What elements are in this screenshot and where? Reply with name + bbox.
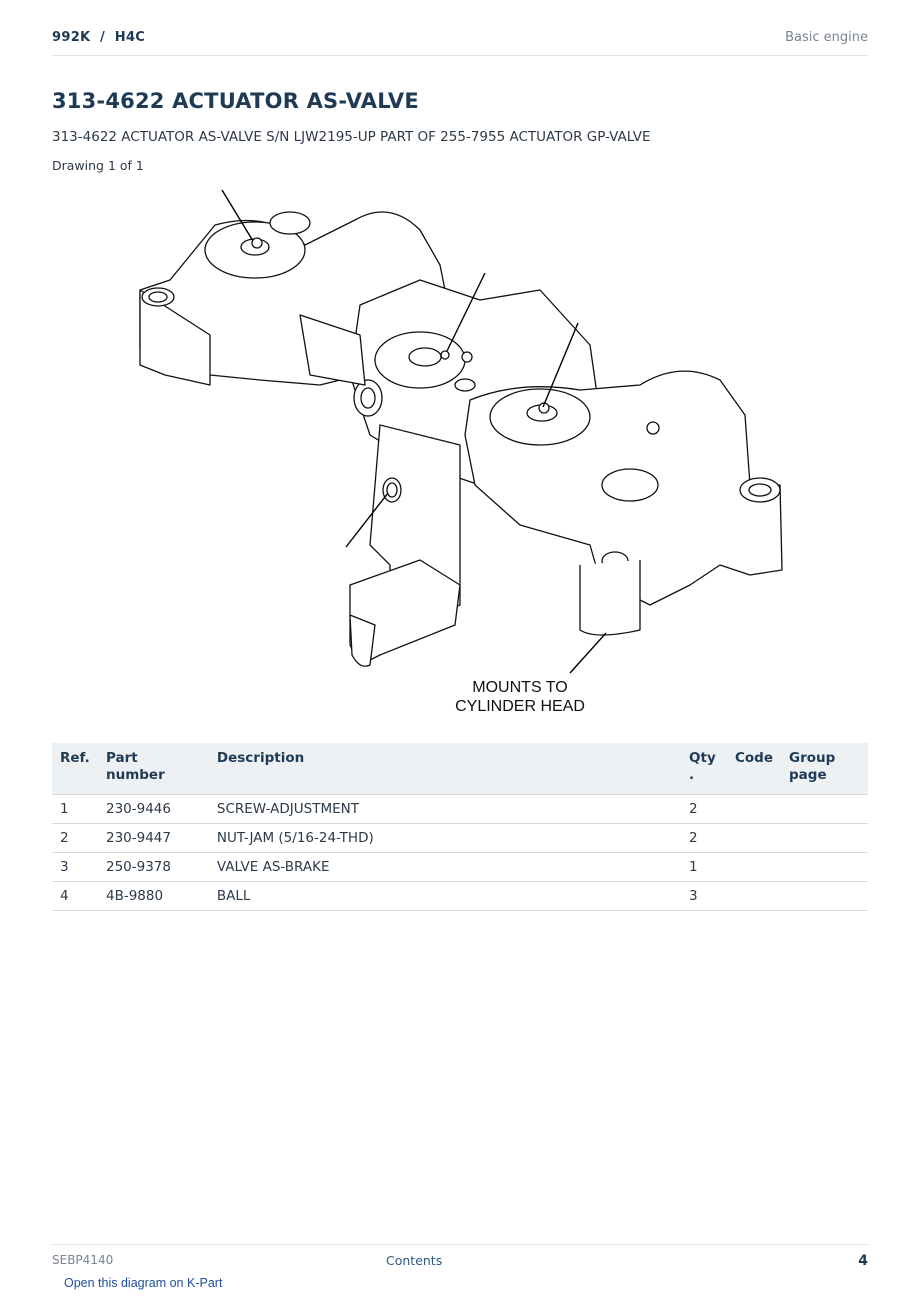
parts-diagram: [139, 189, 783, 674]
cell-part-number: 250-9378: [97, 852, 209, 882]
page-footer: SEBP4140 Contents 4: [52, 1244, 868, 1275]
cell-part-number: 230-9446: [97, 794, 209, 824]
page-number: 4: [858, 1253, 868, 1269]
col-header-ref: Ref.: [52, 743, 98, 795]
cell-qty: 1: [681, 852, 727, 882]
cell-ref: 4: [52, 881, 98, 911]
table-row: 3 250-9378 VALVE AS-BRAKE 1: [52, 852, 868, 882]
cell-code: [727, 823, 782, 853]
table-header-row: Ref. Part number Description Qty . Code …: [52, 743, 868, 795]
cell-ref: 1: [52, 794, 98, 824]
cell-ref: 2: [52, 823, 98, 853]
drawing-label: Drawing 1 of 1: [52, 158, 144, 173]
cell-code: [727, 794, 782, 824]
parts-table: Ref. Part number Description Qty . Code …: [52, 743, 868, 911]
cell-qty: 2: [681, 823, 727, 853]
col-header-group-page: Group page: [781, 743, 868, 795]
cell-group-page: [781, 823, 868, 853]
cell-description: SCREW-ADJUSTMENT: [208, 794, 682, 824]
breadcrumb: 992K / H4C: [52, 30, 146, 45]
annotation-line-2: CYLINDER HEAD: [455, 698, 585, 715]
table-row: 2 230-9447 NUT-JAM (5/16-24-THD) 2: [52, 823, 868, 853]
col-header-qty: Qty .: [681, 743, 727, 795]
cell-group-page: [781, 794, 868, 824]
cell-description: BALL: [208, 881, 682, 911]
annotation-line-1: MOUNTS TO: [472, 679, 568, 696]
cell-code: [727, 881, 782, 911]
diagram-annotation: MOUNTS TO CYLINDER HEAD: [400, 678, 640, 716]
contents-link[interactable]: Contents: [386, 1253, 443, 1268]
page-title: 313-4622 ACTUATOR AS-VALVE: [52, 89, 419, 113]
table-row: 4 4B-9880 BALL 3: [52, 881, 868, 911]
page-subtitle: 313-4622 ACTUATOR AS-VALVE S/N LJW2195-U…: [52, 129, 651, 145]
open-k-part-link[interactable]: Open this diagram on K-Part: [64, 1276, 223, 1290]
cell-group-page: [781, 881, 868, 911]
cell-qty: 3: [681, 881, 727, 911]
cell-description: VALVE AS-BRAKE: [208, 852, 682, 882]
col-header-code: Code: [727, 743, 782, 795]
document-id: SEBP4140: [52, 1253, 114, 1267]
table-row: 1 230-9446 SCREW-ADJUSTMENT 2: [52, 794, 868, 824]
cell-description: NUT-JAM (5/16-24-THD): [208, 823, 682, 853]
cell-part-number: 230-9447: [97, 823, 209, 853]
cell-part-number: 4B-9880: [97, 881, 209, 911]
cell-ref: 3: [52, 852, 98, 882]
cell-group-page: [781, 852, 868, 882]
cell-qty: 2: [681, 794, 727, 824]
col-header-description: Description: [208, 743, 682, 795]
section-label: Basic engine: [785, 30, 868, 45]
col-header-part-number: Part number: [97, 743, 209, 795]
cell-code: [727, 852, 782, 882]
page-header: 992K / H4C Basic engine: [52, 28, 868, 56]
